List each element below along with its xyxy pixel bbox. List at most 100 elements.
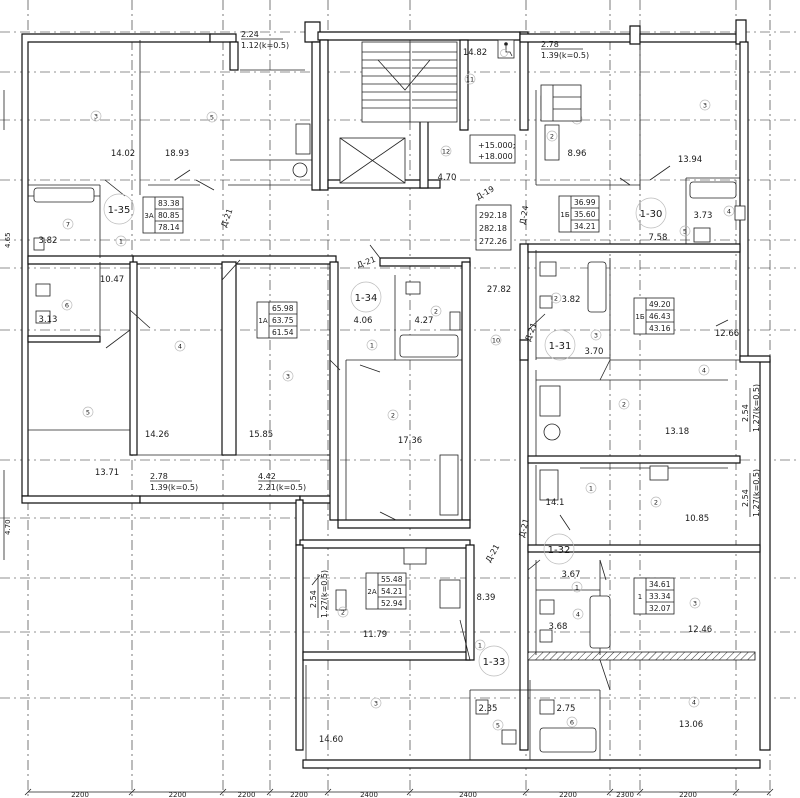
room-area: 4.70 [438,173,457,183]
room-number: 3 [594,332,598,340]
room-area: 2.75 [557,704,576,714]
room-number-circle [115,235,127,247]
table-value: 34.61 [649,580,671,589]
room-area: 7.58 [649,233,668,243]
room-number: 4 [727,208,731,216]
door-tag: Д-21 [356,255,377,270]
room-number: 4 [702,367,706,375]
door-tag: Д-21 [484,543,501,564]
room-area: 8.39 [477,593,496,603]
room-number: 7 [66,221,70,229]
room-number-circle [699,99,711,111]
room-area: 4.06 [354,316,373,326]
room-number-circle [572,608,584,620]
room-number-circle [474,639,486,651]
room-number-circle [62,218,74,230]
room-area: 12.66 [715,329,739,339]
left-dim-2: 4.70 [4,519,12,535]
room-number: 6 [65,302,69,310]
room-number-circle [689,597,701,609]
dimension-value: 2200 [169,791,187,798]
area-table [142,196,184,234]
table-rooms: 1Б [635,313,644,321]
room-number: 6 [570,719,574,727]
table-value: 46.43 [649,312,671,321]
room-area: 10.47 [100,275,124,285]
table-value: 35.60 [574,210,596,219]
apartment-label: 1-31 [549,341,572,352]
area-table [365,572,407,610]
stair-area-3: 272.26 [479,237,507,246]
fixtures [33,95,746,753]
table-value: 78.14 [158,223,180,232]
room-area: 3.13 [39,315,58,325]
dimension-value: 2200 [71,791,89,798]
table-value: 49.20 [649,300,671,309]
room-number: 3 [286,373,290,381]
balcony-area: 2.24 [241,30,259,39]
room-number-circle [492,719,504,731]
room-number-circle [590,329,602,341]
room-number-circle [90,110,102,122]
dimension-value: 2200 [290,791,308,798]
room-number-circle [464,73,476,85]
room-number-circle [566,716,578,728]
room-area: 12.46 [688,625,712,635]
balcony-area: 4.42 [258,472,276,481]
room-area: 3.68 [549,622,568,632]
room-number-circle [61,299,73,311]
room-area: 27.82 [487,285,511,295]
room-number: 11 [466,76,474,84]
apartment-circle [543,533,575,565]
room-number-circle [698,364,710,376]
balcony-coefficient: 1.27(k=0.5) [752,384,761,432]
room-number: 1 [589,485,593,493]
dimension-value: 2400 [360,791,378,798]
room-number: 4 [692,699,696,707]
room-number: 4 [178,343,182,351]
apartment-label: 1-32 [548,545,571,556]
room-area: 14.02 [111,149,135,159]
room-area: 18.93 [165,149,189,159]
balcony-labels: 2.241.12(k=0.5)2.781.39(k=0.5)2.781.39(k… [150,30,761,618]
apartment-label: 1-33 [483,657,506,668]
room-area: 2.35 [479,704,498,714]
room-number: 1 [119,238,123,246]
table-rooms: 1А [258,317,267,325]
room-number-circle [430,305,442,317]
door-tag: Д-24 [518,205,530,226]
room-area: 3.82 [39,236,58,246]
table-value: 33.34 [649,592,671,601]
room-number: 2 [550,133,554,141]
room-number: 2 [391,412,395,420]
room-number: 3 [693,600,697,608]
partitions [28,40,740,760]
room-number: 1 [478,642,482,650]
room-number-circle [440,145,452,157]
room-number: 2 [341,609,345,617]
wheelchair-icon [504,42,508,46]
apartment-circle [635,197,667,229]
room-number-circle [387,409,399,421]
staircase [339,41,458,184]
table-value: 61.54 [272,328,294,337]
room-area: 3.73 [694,211,713,221]
dimension-value: 2200 [679,791,697,798]
apartment-circle [478,645,510,677]
room-area: 10.85 [685,514,709,524]
room-area: 15.85 [249,430,273,440]
balcony-coefficient: 1.12(k=0.5) [241,41,289,50]
room-number-circle [546,130,558,142]
room-number-circle [688,696,700,708]
door-tag: Д-19 [475,184,496,201]
balcony-area: 2.54 [741,489,750,507]
room-number-circle [174,340,186,352]
apartment-circle [103,193,135,225]
room-number-circle [282,370,294,382]
area-table [256,301,298,339]
room-number: 2 [654,499,658,507]
apartment-circle [544,329,576,361]
